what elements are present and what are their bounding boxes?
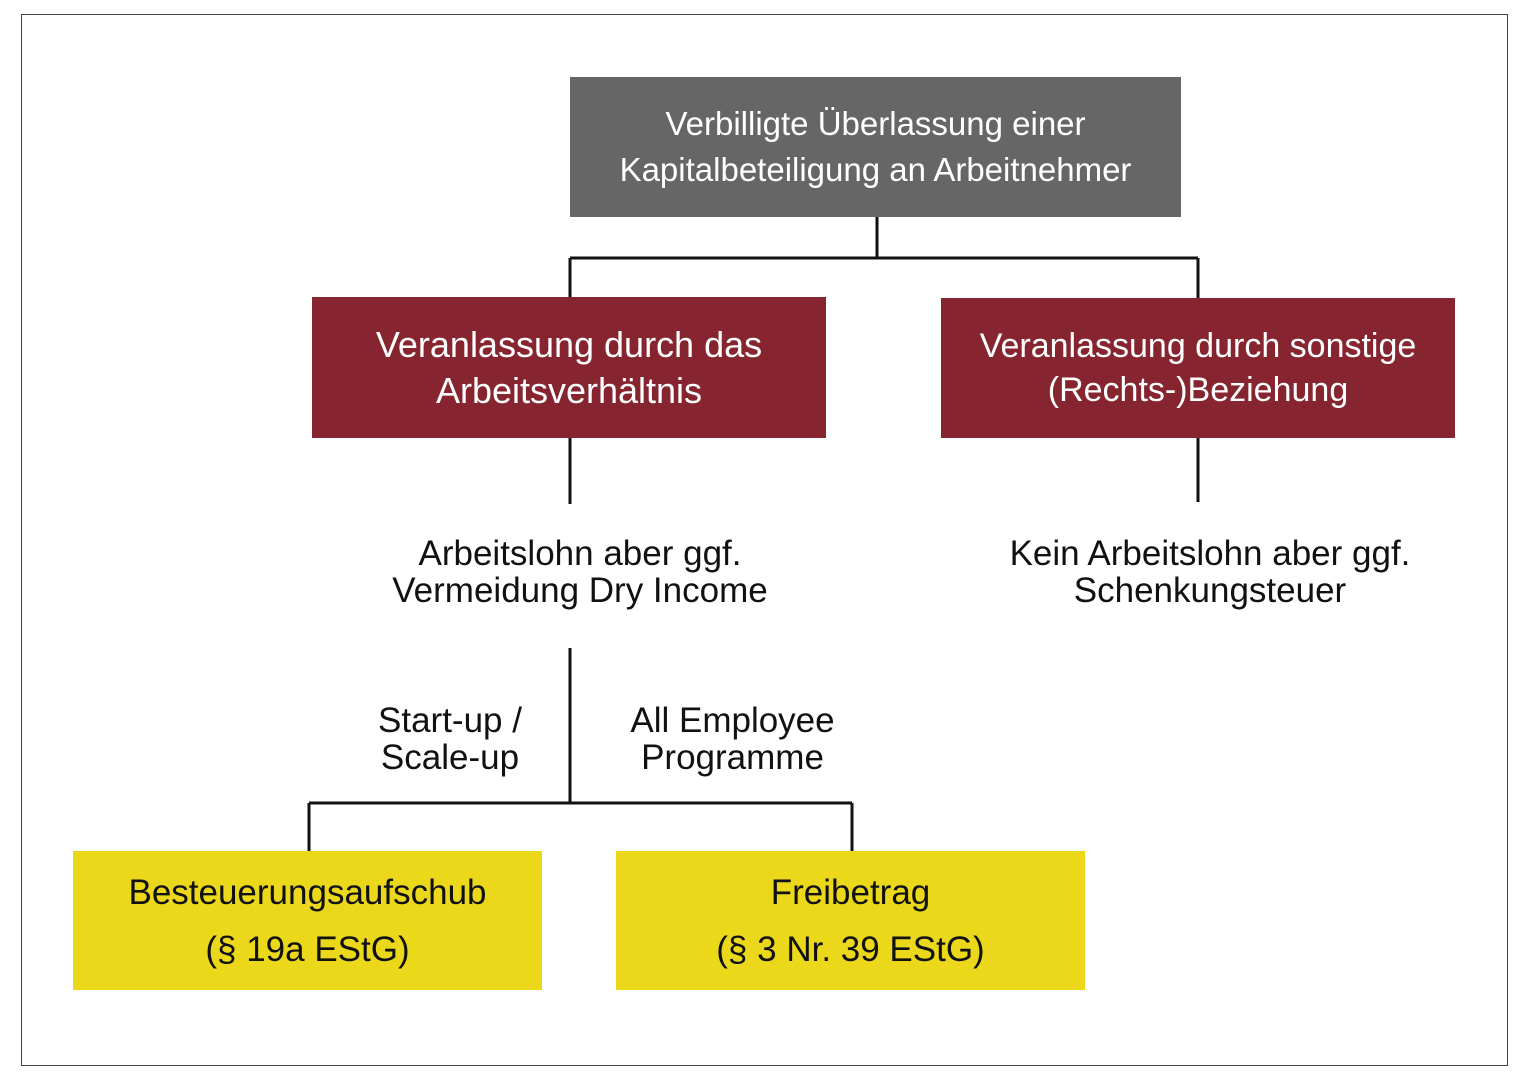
root-node: Verbilligte Überlassung einer Kapitalbet… — [570, 77, 1181, 217]
node-other-relationship-line2: (Rechts-)Beziehung — [1047, 371, 1349, 409]
node-other-relationship-line1: Veranlassung durch sonstige — [979, 327, 1417, 365]
result-no-wage-line2: Schenkungsteuer — [1073, 571, 1347, 610]
branch-label-startup-line1: Start-up / — [378, 701, 522, 740]
node-tax-deferral: Besteuerungsaufschub (§ 19a EStG) — [73, 851, 542, 990]
result-wage-text: Arbeitslohn aber ggf. Vermeidung Dry Inc… — [300, 535, 860, 609]
branch-label-startup-line2: Scale-up — [380, 738, 520, 777]
result-no-wage-line1: Kein Arbeitslohn aber ggf. — [1009, 534, 1411, 573]
diagram-frame — [21, 14, 1508, 1066]
branch-label-all-employee: All Employee Programme — [590, 702, 875, 776]
node-tax-allowance-line1: Freibetrag — [770, 872, 931, 912]
node-tax-deferral-line2: (§ 19a EStG) — [205, 929, 410, 969]
node-employment-relationship-line1: Veranlassung durch das — [375, 323, 763, 365]
node-other-relationship: Veranlassung durch sonstige (Rechts-)Bez… — [941, 298, 1455, 438]
branch-label-startup: Start-up / Scale-up — [330, 702, 570, 776]
node-tax-allowance: Freibetrag (§ 3 Nr. 39 EStG) — [616, 851, 1085, 990]
result-no-wage-text: Kein Arbeitslohn aber ggf. Schenkungsteu… — [930, 535, 1490, 609]
node-tax-deferral-line1: Besteuerungsaufschub — [128, 872, 487, 912]
root-node-line2: Kapitalbeteiligung an Arbeitnehmer — [619, 151, 1132, 188]
branch-label-all-employee-line2: Programme — [641, 738, 824, 777]
node-tax-allowance-line2: (§ 3 Nr. 39 EStG) — [716, 929, 985, 969]
connector-group — [307, 217, 1200, 851]
result-wage-line1: Arbeitslohn aber ggf. — [418, 534, 742, 573]
node-employment-relationship-line2: Arbeitsverhältnis — [435, 369, 703, 411]
branch-label-all-employee-line1: All Employee — [630, 701, 835, 740]
result-wage-line2: Vermeidung Dry Income — [392, 571, 768, 610]
root-node-line1: Verbilligte Überlassung einer — [665, 105, 1086, 142]
node-employment-relationship: Veranlassung durch das Arbeitsverhältnis — [312, 297, 826, 438]
